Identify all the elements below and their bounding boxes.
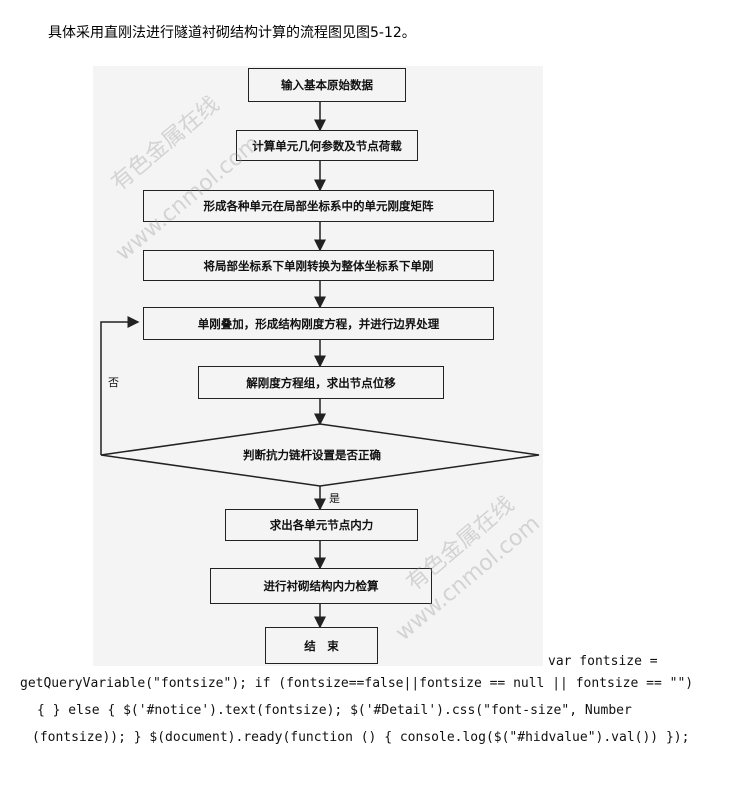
- step-assemble-stiffness: 单刚叠加，形成结构刚度方程，并进行边界处理: [143, 307, 494, 340]
- feedback-loop-line: [100, 316, 140, 455]
- step-element-forces: 求出各单元节点内力: [225, 509, 418, 541]
- decision-label: 判断抗力链杆设置是否正确: [243, 448, 381, 462]
- step-transform-stiffness: 将局部坐标系下单刚转换为整体坐标系下单刚: [143, 250, 494, 281]
- no-label: 否: [108, 376, 119, 389]
- step-solve-displacement: 解刚度方程组，求出节点位移: [198, 366, 444, 399]
- flowchart-connectors: [100, 102, 540, 629]
- decision-diamond: [100, 423, 540, 487]
- flowchart-figure: 输入基本原始数据 计算单元几何参数及节点荷载 形成各种单元在局部坐标系中的单元刚…: [93, 66, 545, 666]
- step-local-stiffness: 形成各种单元在局部坐标系中的单元刚度矩阵: [143, 190, 494, 222]
- step-element-geometry: 计算单元几何参数及节点荷载: [236, 130, 418, 161]
- yes-label: 是: [329, 492, 340, 505]
- step-end: 结 束: [265, 627, 378, 664]
- step-input-data: 输入基本原始数据: [248, 68, 406, 102]
- code-line-4: (fontsize)); } $(document).ready(functio…: [32, 730, 690, 745]
- code-line-3: { } else { $('#notice').text(fontsize); …: [37, 703, 632, 718]
- code-line-2: getQueryVariable("fontsize"); if (fontsi…: [20, 676, 694, 691]
- intro-text: 具体采用直刚法进行隧道衬砌结构计算的流程图见图5-12。: [48, 25, 416, 41]
- step-lining-check: 进行衬砌结构内力检算: [210, 568, 432, 604]
- code-line-1: var fontsize =: [548, 654, 658, 669]
